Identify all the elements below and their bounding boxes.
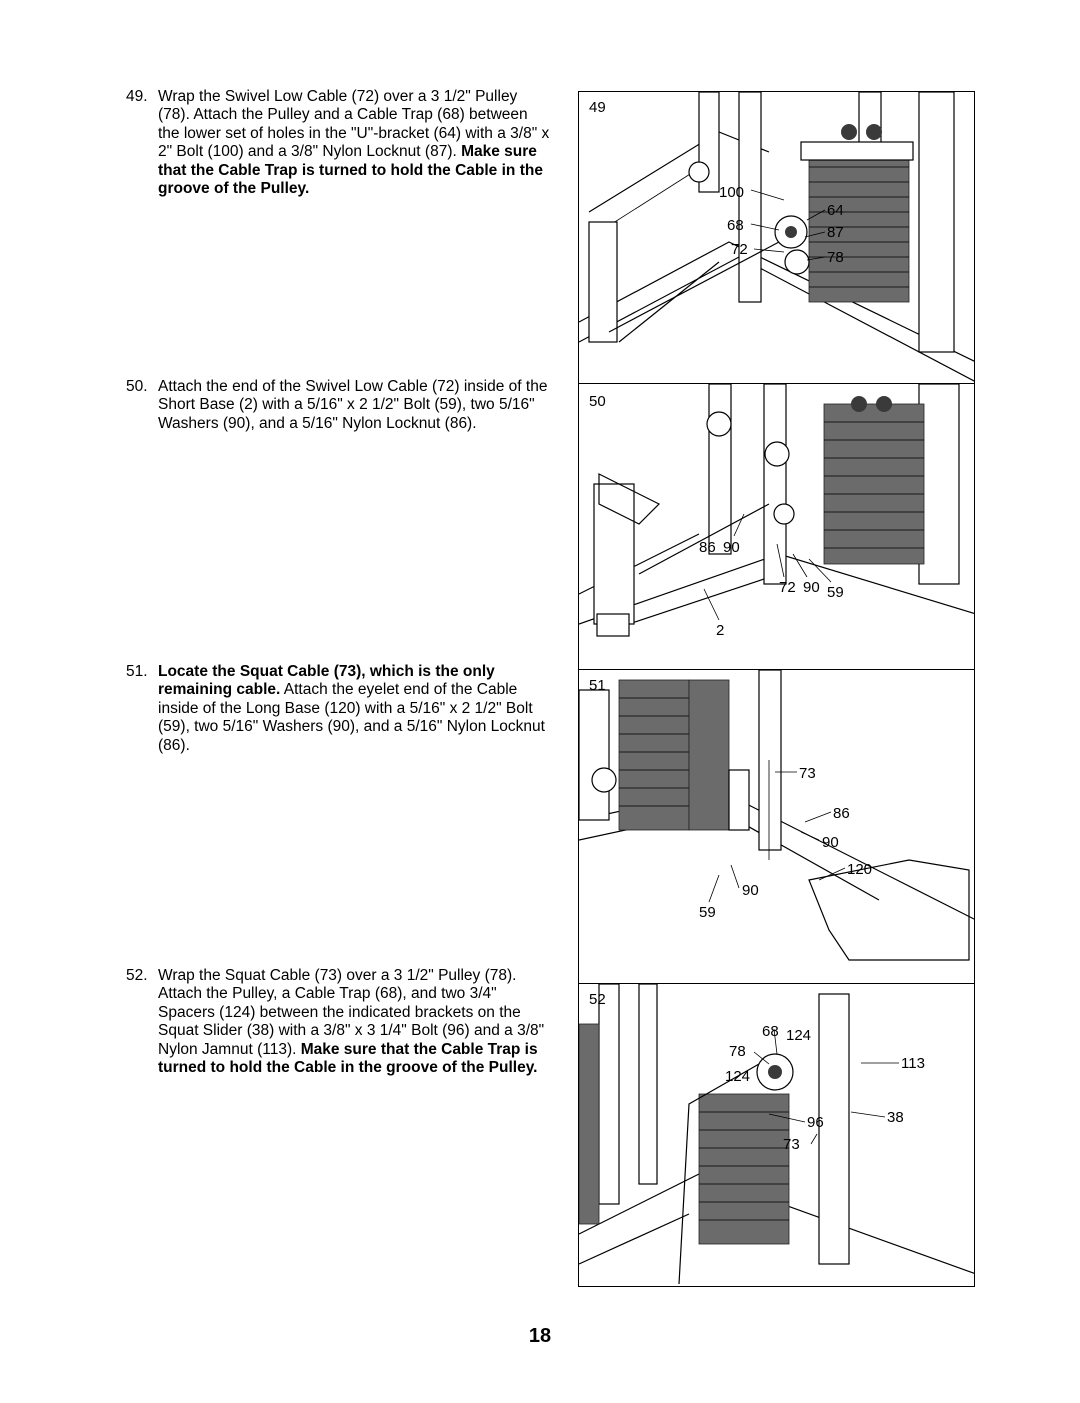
weight-stack xyxy=(579,1023,790,1245)
callout-label: 64 xyxy=(827,202,844,219)
weight-stack xyxy=(618,679,730,831)
callout-label: 120 xyxy=(847,861,872,878)
callout-label: 78 xyxy=(827,249,844,266)
weight-stack xyxy=(800,124,914,303)
callout-label: 78 xyxy=(729,1043,746,1060)
callout-label: 38 xyxy=(887,1109,904,1126)
figure-step-number: 52 xyxy=(589,991,606,1008)
callout-label: 73 xyxy=(799,765,816,782)
step-number: 49. xyxy=(126,88,148,105)
figure-step-number: 50 xyxy=(589,393,606,410)
callout-label: 90 xyxy=(803,579,820,596)
callout-label: 96 xyxy=(807,1114,824,1131)
callout-label: 86 xyxy=(699,539,716,556)
figure-step-50: 50 86 90 72 90 59 2 xyxy=(578,383,975,671)
figure-step-49: 49 100 68 72 64 87 78 xyxy=(578,91,975,385)
step-text: Wrap the Swivel Low Cable (72) over a 3 … xyxy=(158,88,550,198)
figure-50-illustration: 50 86 90 72 90 59 2 xyxy=(579,384,974,639)
step-emphasis: Locate the Squat Cable (73), which is th… xyxy=(158,663,495,699)
figure-step-number: 51 xyxy=(589,677,606,694)
figure-51-illustration: 51 73 86 90 120 90 59 xyxy=(579,670,974,961)
step-emphasis: Make sure that the Cable Trap is turned … xyxy=(158,1040,538,1077)
callout-label: 68 xyxy=(762,1023,779,1040)
step-number: 51. xyxy=(126,663,148,680)
step-text: Wrap the Squat Cable (73) over a 3 1/2" … xyxy=(158,967,545,1077)
figure-step-51: 51 73 86 90 120 90 59 xyxy=(578,669,975,985)
callout-label: 59 xyxy=(827,584,844,601)
callout-label: 124 xyxy=(725,1068,750,1085)
callout-label: 72 xyxy=(779,579,796,596)
callout-label: 90 xyxy=(822,834,839,851)
figure-step-number: 49 xyxy=(589,99,606,116)
callout-label: 113 xyxy=(901,1055,925,1072)
figure-52-illustration: 52 68 124 78 124 113 38 96 73 xyxy=(579,984,974,1285)
callout-label: 100 xyxy=(719,184,744,201)
weight-stack xyxy=(823,396,925,565)
callout-label: 2 xyxy=(716,622,724,639)
callout-label: 87 xyxy=(827,224,844,241)
step-text: Locate the Squat Cable (73), which is th… xyxy=(158,663,545,754)
step-emphasis: Make sure that the Cable Trap is turned … xyxy=(158,143,543,198)
figure-step-52: 52 68 124 78 124 113 38 96 73 xyxy=(578,983,975,1287)
callout-label: 86 xyxy=(833,805,850,822)
page-number: 18 xyxy=(528,1325,552,1347)
step-text: Attach the end of the Swivel Low Cable (… xyxy=(158,378,548,432)
callout-label: 68 xyxy=(727,217,744,234)
callout-label: 72 xyxy=(731,241,748,258)
callout-label: 90 xyxy=(742,882,759,899)
step-number: 52. xyxy=(126,967,148,984)
callout-label: 73 xyxy=(783,1136,800,1153)
callout-label: 59 xyxy=(699,904,716,921)
callout-label: 124 xyxy=(786,1027,811,1044)
callout-label: 90 xyxy=(723,539,740,556)
figure-49-illustration: 49 100 68 72 64 87 78 xyxy=(579,92,974,382)
step-number: 50. xyxy=(126,378,148,395)
